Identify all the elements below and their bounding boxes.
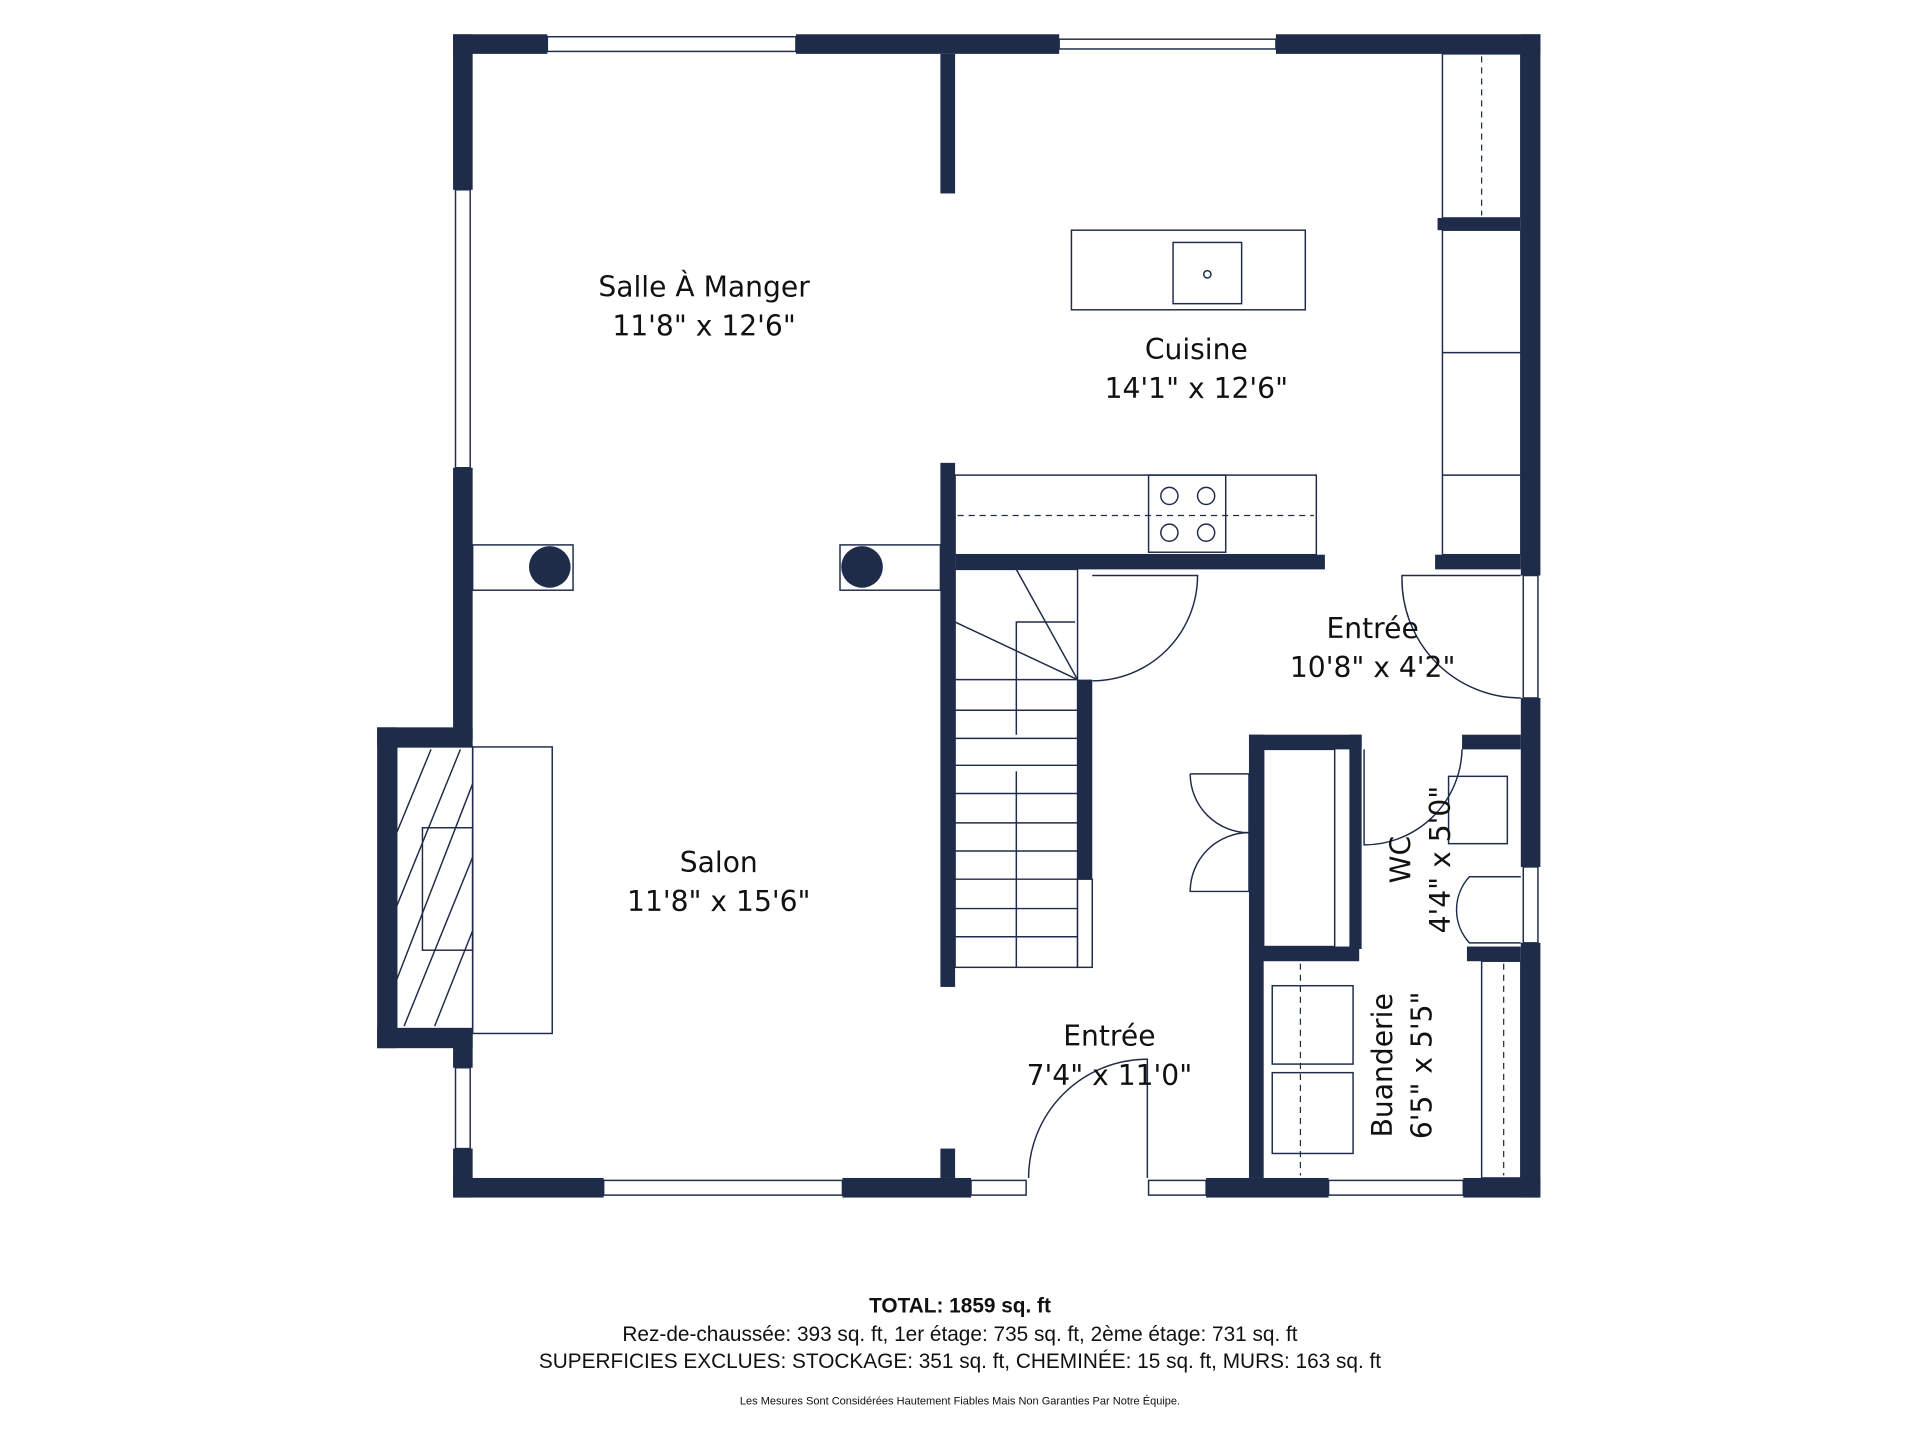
room-labels: Salle À Manger 11'8" x 12'6" Cuisine 14'… [598,269,1456,1139]
staircase [954,568,1093,969]
window [1058,38,1277,50]
total-area: TOTAL: 1859 sq. ft [869,1295,1051,1318]
wall [955,554,1325,570]
wall [1206,1177,1329,1198]
wall [1462,734,1521,750]
column-base [839,544,942,591]
room-size-kitchen: 14'1" x 12'6" [1105,372,1288,405]
window [1147,1179,1207,1196]
wall [1463,1177,1541,1198]
kitchen-island [1070,229,1307,311]
stove-icon [1147,474,1227,553]
room-size-entry-lower: 7'4" x 11'0" [1027,1059,1193,1092]
excluded-areas: SUPERFICIES EXCLUES: STOCKAGE: 351 sq. f… [539,1350,1381,1373]
room-name-wc: WC [1385,836,1418,883]
room-name-kitchen: Cuisine [1145,333,1248,366]
window [454,1067,471,1150]
wall [453,1148,473,1198]
fixtures [396,53,1522,1179]
window [970,1179,1027,1196]
kitchen-counter [954,474,1318,556]
wall [377,1028,473,1049]
wall [377,727,397,1049]
column [841,546,883,588]
front-door[interactable] [1027,1058,1149,1178]
room-size-laundry: 6'5" x 5'5" [1405,992,1438,1140]
wall [1466,946,1521,962]
drain-icon [1202,269,1212,279]
wall [1248,946,1360,962]
wc-sink [1447,775,1509,845]
wall [453,34,548,54]
walls [377,34,1541,1198]
wall [453,1177,604,1198]
washer [1271,984,1354,1065]
fireplace-hearth [471,746,553,1035]
wall [453,467,473,740]
shelf [1480,960,1522,1179]
door[interactable] [1092,574,1199,682]
room-name-entry-lower: Entrée [1063,1020,1155,1053]
sink-icon [1172,241,1243,305]
wall [842,1177,972,1198]
wall [1077,679,1093,882]
room-name-entry-upper: Entrée [1327,612,1419,645]
toilet-icon [1455,876,1521,944]
cabinet [1441,53,1522,219]
door[interactable] [1401,574,1521,699]
wall [453,34,473,190]
windows [454,36,1539,1196]
floor-areas: Rez-de-chaussée: 393 sq. ft, 1er étage: … [622,1323,1297,1346]
wall [1520,942,1541,1198]
room-size-living: 11'8" x 15'6" [627,885,810,918]
wall [940,462,956,987]
room-size-entry-upper: 10'8" x 4'2" [1290,651,1456,684]
room-name-laundry: Buanderie [1366,993,1399,1137]
disclaimer: Les Mesures Sont Considérées Hautement F… [740,1394,1180,1407]
room-name-living: Salon [680,846,758,879]
closet-door[interactable] [1189,773,1250,893]
wall [1435,554,1521,570]
footer: TOTAL: 1859 sq. ft Rez-de-chaussée: 393 … [539,1295,1381,1408]
wall [1349,734,1362,949]
wall [1275,34,1541,54]
window [1522,574,1539,699]
wall [1248,734,1362,750]
wall [795,34,1060,54]
wall [1437,217,1521,231]
cabinet [1441,229,1522,556]
closet [1262,748,1336,948]
room-size-dining: 11'8" x 12'6" [612,310,795,343]
window [602,1179,844,1196]
window [454,189,471,469]
window [546,36,797,53]
wall [940,53,956,194]
window [1522,866,1539,944]
window [1327,1179,1464,1196]
dryer [1271,1071,1354,1155]
room-size-wc: 4'4" x 5'0" [1424,786,1457,934]
fireplace [396,746,474,1030]
column [528,546,571,588]
wall [1520,697,1541,867]
column-base [471,544,574,591]
room-name-dining: Salle À Manger [598,269,810,303]
wall [940,1148,956,1178]
wall [1520,34,1541,576]
wc-door[interactable] [1363,749,1463,846]
wall [377,727,473,747]
